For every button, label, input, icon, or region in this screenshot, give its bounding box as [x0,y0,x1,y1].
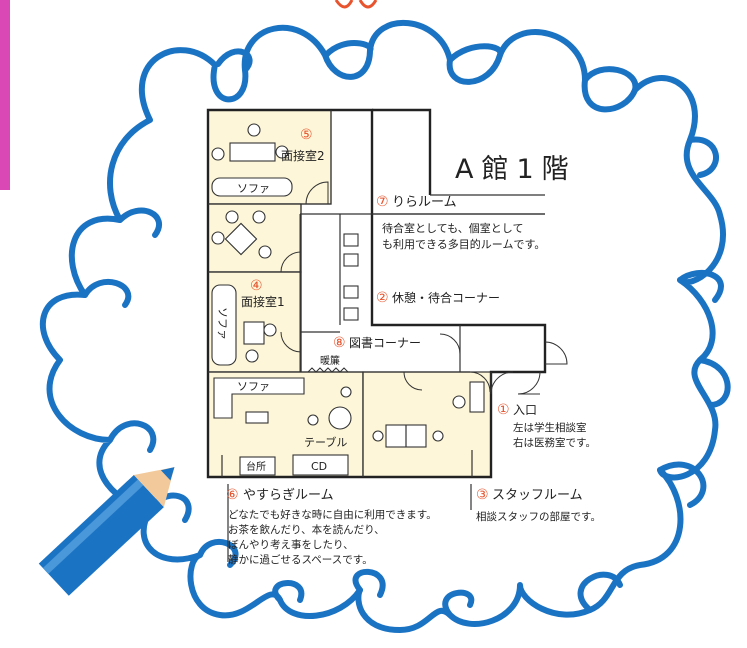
room-1-desc-1: 左は学生相談室 [513,421,587,434]
chair [343,307,359,321]
room-2-number: ② [376,290,389,306]
cloud-frame [39,19,726,633]
cd-label: CD [311,460,327,473]
sofa-label-side: ソファ [216,307,229,340]
room-7-walls [372,108,432,195]
shelf [469,381,485,413]
outer-walls [206,108,547,479]
chair [263,323,277,337]
chair [432,430,444,442]
chair [372,430,384,442]
room-3-desc-1: 相談スタッフの部屋です。 [476,510,601,523]
room-7-desc-1: 待合室としても、個室として [382,221,523,235]
door-staff-2 [469,371,491,393]
pencil-illustration [38,467,175,596]
door-inner [544,341,568,365]
chair [343,253,359,267]
chair [247,123,261,137]
chair [307,414,319,426]
room-6-desc-4: 静かに過ごせるスペースです。 [228,553,373,566]
chair [225,210,239,224]
room-7-number: ⑦ [376,194,389,210]
floor-title: A館1階 [455,154,577,185]
room-6-number: ⑥ [226,487,239,503]
chair [343,233,359,247]
chair [343,285,359,299]
room-4-name: 面接室1 [241,294,285,309]
cloud-loops [82,40,731,618]
room-3-name: スタッフルーム [492,488,583,503]
door-room5 [305,181,329,205]
table-label: テーブル [304,435,347,449]
chair [245,349,259,363]
room-8-number: ⑧ [333,335,346,351]
pencil-body [38,474,164,596]
room-5-number: ⑤ [300,127,313,143]
door-lounge [280,251,302,273]
room-3-number: ③ [476,487,489,503]
room-5-name: 面接室2 [281,148,325,163]
chair [211,231,225,245]
room-1-number: ① [497,402,510,418]
cd-shelf [292,454,349,476]
table [224,222,258,256]
door-library [439,333,461,355]
left-edge-strip [0,0,10,190]
room-4-number: ④ [250,278,263,294]
chair [452,395,466,409]
room-1-name: 入口 [513,403,537,417]
room-6-desc-3: ぼんやり考え事をしたり、 [228,538,354,551]
sofa-label-lounge: ソファ [237,380,270,393]
kitchen [239,456,276,476]
chair [275,145,289,159]
chair [211,147,225,161]
pencil-wood [133,467,175,508]
sofa [211,284,237,366]
shelf [245,411,269,424]
noren-label: 暖簾 [320,354,340,367]
room-6-desc-1: どなたでも好きな時に自由に利用できます。 [228,508,437,521]
sofa [213,377,305,419]
sofa [211,177,293,197]
door-staff [403,371,423,391]
room-6-name: やすらぎルーム [243,488,334,503]
noren-curtain [307,367,349,373]
top-pink-mark [334,0,378,9]
desk [243,321,265,345]
room-1-desc-2: 右は医務室です。 [513,436,596,449]
chair [340,386,352,398]
room-7-name: りらルーム [392,195,457,210]
chair [252,210,266,224]
pencil-highlight [42,479,144,574]
door-entrance [490,371,541,395]
chair [258,245,272,259]
room-7-desc-2: も利用できる多目的ルームです。 [382,237,545,251]
room-8-name: 図書コーナー [349,336,421,350]
kitchen-label: 台所 [246,460,266,473]
table [328,406,352,430]
door-room4 [280,331,302,353]
sofa-label-top: ソファ [237,182,270,195]
desk [229,142,276,162]
pencil-lead [160,467,175,481]
room-2-name: 休憩・待合コーナー [392,290,500,305]
room-6-desc-2: お茶を飲んだり、本を読んだり、 [228,523,385,536]
